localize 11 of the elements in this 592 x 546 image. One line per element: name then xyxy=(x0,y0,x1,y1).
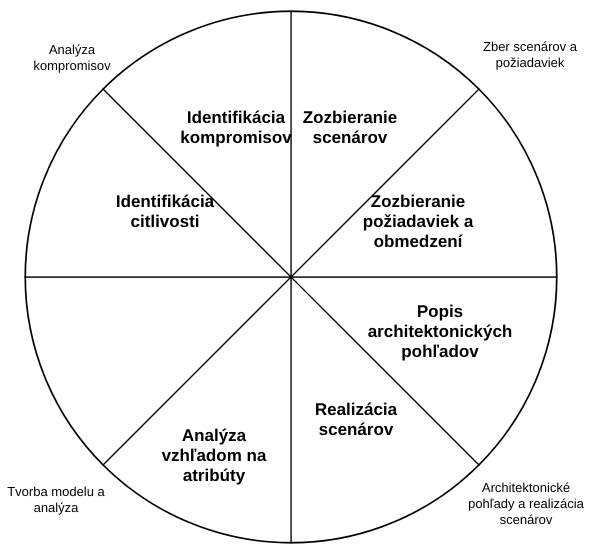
sector-label: Popis architektonických pohľadov xyxy=(366,302,514,362)
phase-label: Zber scenárov a požiadaviek xyxy=(482,39,578,71)
phase-label: Tvorba modelu a analýza xyxy=(6,484,106,516)
sector-label: Analýza vzhľadom na atribúty xyxy=(160,426,268,486)
sector-label: Identifikácia kompromisov xyxy=(179,108,293,148)
sector-label: Realizácia scenárov xyxy=(314,400,398,440)
sector-label: Identifikácia citlivosti xyxy=(114,192,216,232)
sector-label: Zozbieranie scenárov xyxy=(302,108,398,148)
phase-label: Architektonické pohľady a realizácia scenárov xyxy=(467,480,585,528)
phase-label: Analýza kompromisov xyxy=(32,42,112,74)
sector-label: Zozbieranie požiadaviek a obmedzení xyxy=(362,192,474,252)
